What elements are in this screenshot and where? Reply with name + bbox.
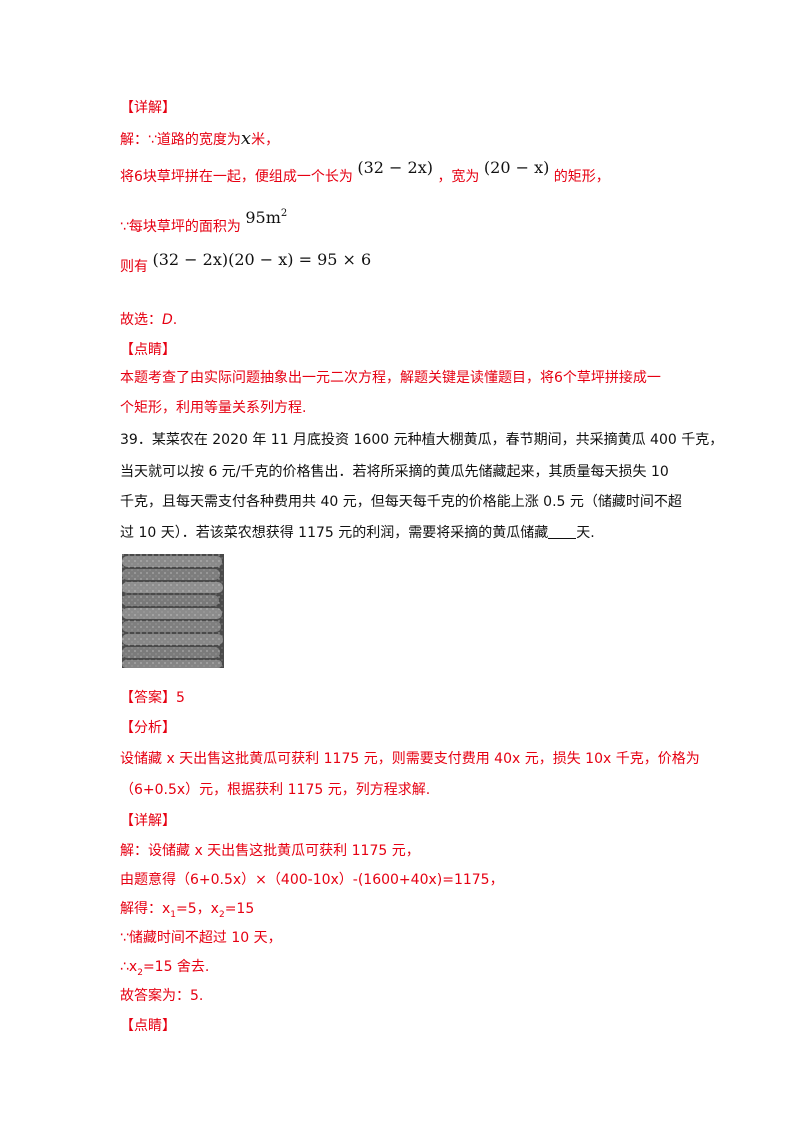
detail2-line-6: 故答案为：5. <box>120 988 204 1004</box>
detail2-line-1: 解：设储藏 x 天出售这批黄瓜可获利 1175 元， <box>120 843 420 859</box>
cucumber-photo <box>122 554 224 668</box>
comment-heading: 【点睛】 <box>120 342 176 358</box>
text: 将6块草坪拼在一起，便组成一个长为 <box>120 169 353 185</box>
text: 解：∵道路的宽度为 <box>120 132 241 148</box>
analysis-line-2: （6+0.5x）元，根据获利 1175 元，列方程求解. <box>120 782 431 798</box>
math-equation: (32 − 2x)(20 − x) = 95 × 6 <box>152 250 372 269</box>
question-39-line-2: 当天就可以按 6 元/千克的价格售出．若将所采摘的黄瓜先储藏起来，其质量每天损失… <box>120 464 669 480</box>
detail2-line-3: 解得：x1=5，x2=15 <box>120 901 255 920</box>
question-39-line-3: 千克，且每天需支付各种费用共 40 元，但每天每千克的价格能上涨 0.5 元（储… <box>120 494 682 510</box>
math-area: 95m2 <box>245 208 288 227</box>
math-var: x <box>240 128 252 149</box>
final-comment-heading: 【点睛】 <box>120 1018 176 1034</box>
text: 米， <box>251 132 280 148</box>
math-expr: (20 − x) <box>483 158 550 177</box>
choice-line: 故选：D. <box>120 312 178 328</box>
analysis-heading: 【分析】 <box>120 720 176 736</box>
detail2-line-2: 由题意得（6+0.5x）×（400-10x）-(1600+40x)=1175， <box>120 872 504 888</box>
answer-heading: 【答案】 <box>120 690 176 706</box>
detail2-heading: 【详解】 <box>120 813 176 829</box>
answer-line: 【答案】5 <box>120 688 185 708</box>
question-39-line-1: 39．某菜农在 2020 年 11 月底投资 1600 元种植大棚黄瓜，春节期间… <box>120 432 724 448</box>
text: 的矩形， <box>553 169 610 185</box>
detail2-line-5: ∴x2=15 舍去. <box>120 959 210 978</box>
comment-line-1: 本题考查了由实际问题抽象出一元二次方程，解题关键是读懂题目，将6个草坪拼接成一 <box>120 370 661 386</box>
question-39-line-4: 过 10 天）．若该菜农想获得 1175 元的利润，需要将采摘的黄瓜储藏天. <box>120 524 595 541</box>
analysis-line-1: 设储藏 x 天出售这批黄瓜可获利 1175 元，则需要支付费用 40x 元，损失… <box>120 751 700 767</box>
solution-line-3: ∵每块草坪的面积为 95m2 <box>120 208 287 239</box>
text: ，宽为 <box>437 169 480 185</box>
solution-line-2: 将6块草坪拼在一起，便组成一个长为 (32 − 2x) ，宽为 (20 − x)… <box>120 158 610 187</box>
text: ∵每块草坪的面积为 <box>120 219 241 235</box>
detail-heading: 【详解】 <box>120 100 176 116</box>
detail2-line-4: ∵储藏时间不超过 10 天， <box>120 930 282 946</box>
math-expr: (32 − 2x) <box>357 158 433 177</box>
solution-line-1: 解：∵道路的宽度为x米， <box>120 129 279 150</box>
answer-value: 5 <box>176 690 185 706</box>
answer-blank <box>548 524 577 539</box>
text: 则有 <box>120 259 148 275</box>
solution-line-4: 则有 (32 − 2x)(20 − x) = 95 × 6 <box>120 250 371 277</box>
comment-line-2: 个矩形，利用等量关系列方程. <box>120 400 307 416</box>
